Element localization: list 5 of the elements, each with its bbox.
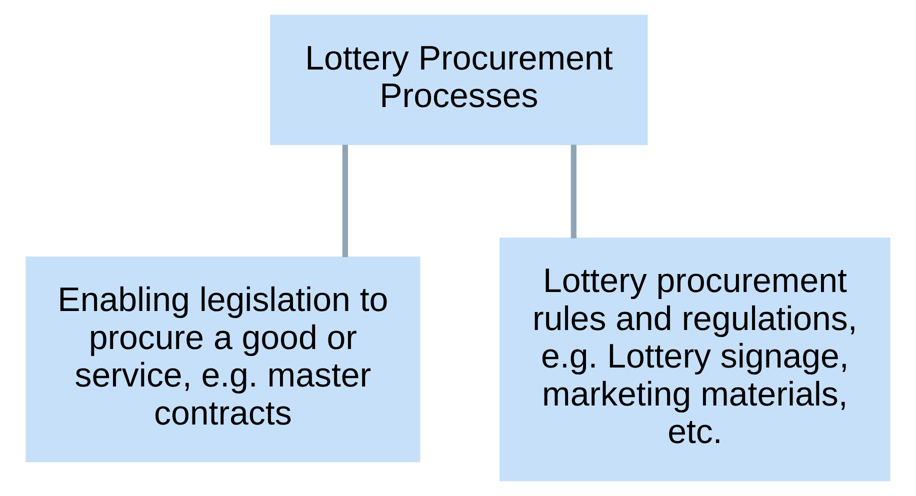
node-box: Lottery procurement rules and regulations, e.g. Lottery signage, marketing materials, etc. (500, 238, 890, 482)
node-box: Enabling legislation to procure a good or service, e.g. master contracts (26, 256, 420, 462)
node-box: Lottery Procurement Processes (270, 14, 648, 146)
connector (342, 144, 348, 258)
connector (570, 144, 576, 238)
